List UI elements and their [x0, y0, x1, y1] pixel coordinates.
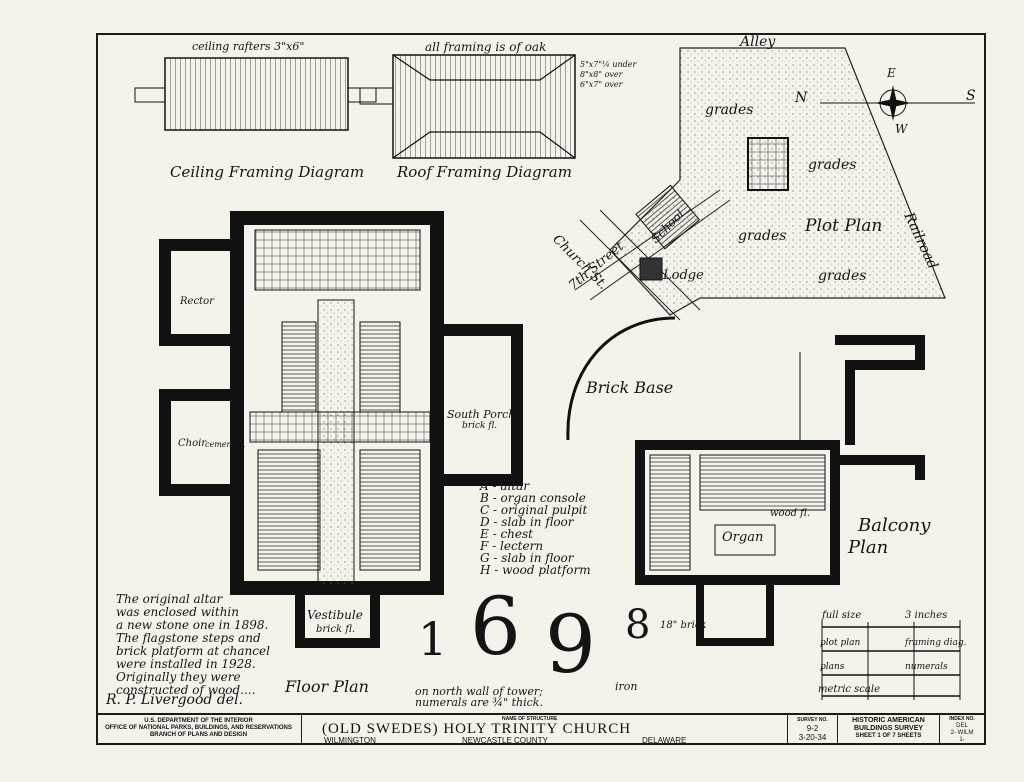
ceiling-framing-title: Ceiling Framing Diagram — [170, 163, 365, 181]
index-line-1: DEL — [956, 723, 968, 729]
structure-county: NEWCASTLE COUNTY — [462, 736, 548, 745]
compass-n-label: N — [795, 90, 808, 106]
roof-framing-title: Roof Framing Diagram — [397, 163, 572, 181]
brick-base-label: Brick Base — [586, 378, 674, 397]
habs-cell: HISTORIC AMERICAN BUILDINGS SURVEY SHEET… — [838, 715, 940, 745]
legend-item: A - altar — [480, 479, 530, 493]
delineator-credit: R. P. Livergood del. — [106, 692, 243, 708]
plot-grades-label-3: grades — [738, 228, 787, 244]
plot-lodge-label: Lodge — [663, 268, 704, 283]
brick-base-arc — [566, 316, 676, 441]
agency-line-3: BRANCH OF PLANS AND DESIGN — [149, 732, 248, 738]
numeral-8: 8 — [625, 602, 651, 648]
numeral-1: 1 — [418, 612, 448, 666]
index-line-2: 2- WILM — [950, 730, 974, 736]
compass-e-label: E — [887, 66, 896, 80]
scale-full-size: full size — [822, 610, 862, 621]
survey-cell: SURVEY NO. 9-2 3-20-34 — [788, 715, 838, 745]
plot-grades-label-4: grades — [818, 268, 867, 284]
numeral-9: 9 — [545, 598, 596, 691]
survey-label: SURVEY NO. — [797, 717, 828, 723]
scale-numerals: numerals — [905, 662, 948, 672]
legend-item: F - lectern — [480, 539, 544, 553]
structure-cell: NAME OF STRUCTURE (OLD SWEDES) HOLY TRIN… — [302, 715, 788, 745]
history-note: The original altar was enclosed within a… — [116, 592, 270, 697]
compass-s-label: S — [966, 88, 976, 104]
balcony-floor-label: wood fl. — [770, 508, 811, 519]
legend-item: G - slab in floor — [480, 551, 574, 565]
habs-line-1: HISTORIC AMERICAN — [852, 717, 925, 724]
index-line-3: 1- — [959, 737, 965, 743]
legend-item: E - chest — [480, 527, 533, 541]
south-porch-floor-label: brick fl. — [462, 421, 498, 431]
scale-plot-plan: plot plan — [820, 638, 861, 648]
plot-grades-label-2: grades — [808, 157, 857, 173]
balcony-plan — [635, 335, 925, 646]
title-block: U.S. DEPARTMENT OF THE INTERIOR OFFICE O… — [96, 713, 986, 745]
vestibule-floor-label: brick fl. — [316, 624, 356, 635]
cement-floor-label: cement fl. — [205, 440, 246, 449]
legend-item: H - wood platform — [480, 563, 591, 577]
choir-label: Choir — [178, 438, 207, 449]
structure-name: (OLD SWEDES) HOLY TRINITY CHURCH — [322, 721, 632, 737]
iron-note: iron — [615, 680, 638, 693]
roof-framing-note: all framing is of oak — [425, 40, 547, 54]
index-label: INDEX NO. — [949, 716, 975, 722]
numeral-6: 6 — [470, 580, 521, 673]
organ-label: Organ — [722, 530, 764, 545]
floor-plan — [159, 211, 523, 648]
floor-plan-title: Floor Plan — [285, 677, 369, 696]
legend-item: D - slab in floor — [480, 515, 574, 529]
balcony-brick-label: 18" brick — [660, 620, 707, 631]
balcony-title-line-1: Balcony — [858, 515, 931, 536]
agency-line-2: OFFICE OF NATIONAL PARKS, BUILDINGS, AND… — [105, 725, 292, 731]
plot-plan — [574, 47, 975, 321]
structure-state: DELAWARE — [642, 736, 687, 745]
sheet-border — [96, 33, 986, 745]
scale-floor-plans: plans — [820, 662, 845, 672]
plot-alley-label: Alley — [740, 34, 776, 50]
scale-three-inches: 3 inches — [905, 610, 948, 621]
ceiling-rafters-note: ceiling rafters 3"x6" — [192, 40, 305, 53]
plot-grades-label-1: grades — [705, 102, 754, 118]
agency-cell: U.S. DEPARTMENT OF THE INTERIOR OFFICE O… — [96, 715, 302, 745]
plot-plan-title: Plot Plan — [805, 216, 883, 236]
scale-bars — [821, 620, 961, 700]
scale-metric: metric scale — [818, 684, 880, 695]
habs-line-2: BUILDINGS SURVEY — [853, 725, 924, 732]
rector-label: Rector — [180, 296, 214, 307]
survey-date: 3-20-34 — [798, 733, 827, 742]
structure-city: WILMINGTON — [324, 736, 376, 745]
vestibule-label: Vestibule — [307, 608, 363, 622]
roof-member-sizes: 5"x7"¼ under 8"x8" over 6"x7" over — [580, 60, 637, 89]
numerals-note: on north wall of tower; numerals are ¾" … — [415, 685, 543, 709]
sheet-number: SHEET 1 OF 7 SHEETS — [855, 733, 922, 739]
compass-w-label: W — [895, 122, 908, 136]
survey-number: 9-2 — [806, 724, 819, 733]
roof-framing-diagram — [359, 54, 576, 159]
index-cell: INDEX NO. DEL 2- WILM 1- — [940, 715, 984, 745]
scale-framing: framing diag. — [905, 638, 967, 648]
legend-item: B - organ console — [480, 491, 586, 505]
ceiling-framing-diagram — [134, 57, 377, 131]
structure-name-label: NAME OF STRUCTURE — [502, 716, 558, 722]
balcony-title-line-2: Plan — [848, 537, 889, 558]
south-porch-label: South Porch — [447, 408, 516, 421]
legend-item: C - original pulpit — [480, 503, 588, 517]
agency-line-1: U.S. DEPARTMENT OF THE INTERIOR — [144, 718, 253, 724]
